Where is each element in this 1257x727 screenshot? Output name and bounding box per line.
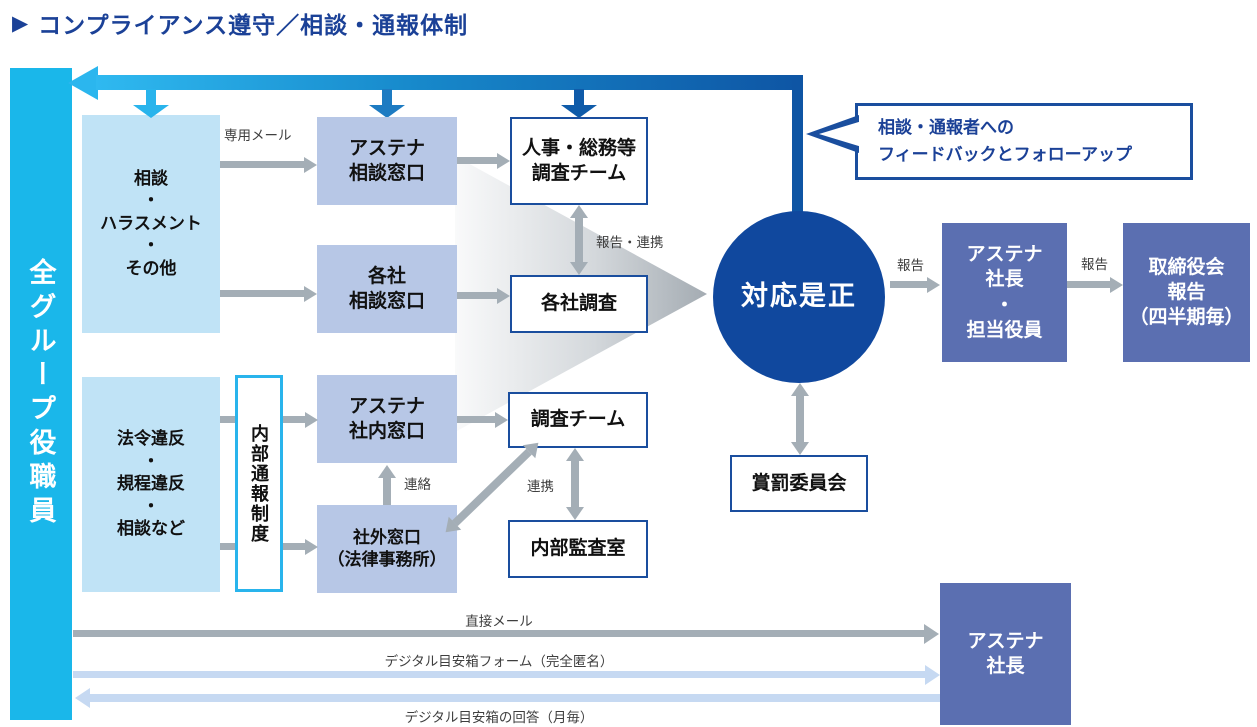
label-report-to-board: 報告	[1081, 257, 1108, 272]
box-astena-president-executives-label: アステナ 社長 ・ 担当役員	[966, 244, 1043, 341]
box-reward-punishment-committee-label: 賞罰委員会	[751, 472, 847, 494]
box-investigation-team: 調査チーム	[508, 392, 648, 448]
box-consultation-sources-label: 相談 ・ ハラスメント ・ その他	[100, 168, 202, 278]
feedback-down-arrow-3	[574, 89, 584, 108]
feedback-band-left-arrowhead-icon	[68, 66, 98, 100]
box-internal-whistleblowing-system: 内部通報制度	[235, 375, 283, 592]
arrow-consult-to-astena-desk	[220, 161, 304, 168]
feedback-band-vertical-segment	[792, 80, 803, 213]
box-astena-president-label: アステナ 社長	[967, 630, 1044, 677]
arrow-investigation-team-internal-audit-double	[571, 461, 579, 507]
box-consultation-sources: 相談 ・ ハラスメント ・ その他	[82, 115, 220, 333]
label-direct-mail: 直接メール	[465, 614, 533, 629]
label-dedicated-mail: 専用メール	[224, 128, 292, 143]
box-internal-audit-office-label: 内部監査室	[530, 538, 626, 560]
label-contact: 連絡	[404, 477, 431, 492]
feedback-down-arrow-1	[146, 89, 156, 108]
feedback-down-arrow-2	[382, 89, 392, 108]
box-board-report-label: 取締役会 報告 （四半期毎）	[1129, 256, 1244, 329]
box-violation-sources-label: 法令違反 ・ 規程違反 ・ 相談など	[117, 429, 185, 539]
callout-pointer-icon	[806, 115, 862, 153]
internal-whistleblowing-label: 内部通報制度	[249, 423, 269, 544]
box-astena-president-executives: アステナ 社長 ・ 担当役員	[942, 223, 1067, 362]
box-external-desk-law-firm-label: 社外窓口 （法律事務所）	[327, 527, 447, 569]
box-company-consultation-desk-label: 各社 相談窓口	[348, 265, 425, 312]
box-astena-internal-desk-label: アステナ 社内窓口	[348, 395, 425, 442]
arrow-corrective-to-president	[890, 281, 927, 288]
arrow-violation-to-external-desk	[283, 543, 305, 550]
arrow-external-desk-investigation-team-diagonal	[452, 448, 532, 527]
box-hr-ga-investigation-team-label: 人事・総務等 調査チーム	[521, 137, 636, 184]
feedback-down-arrowhead-1-icon	[133, 105, 169, 118]
box-astena-internal-desk: アステナ 社内窓口	[317, 375, 457, 463]
box-company-consultation-desk: 各社 相談窓口	[317, 245, 457, 333]
box-investigation-team-label: 調査チーム	[530, 409, 626, 431]
page-title-text: コンプライアンス遵守／相談・通報体制	[38, 12, 469, 38]
box-astena-president: アステナ 社長	[940, 583, 1071, 725]
arrow-president-to-board	[1067, 281, 1110, 288]
box-violation-sources: 法令違反 ・ 規程違反 ・ 相談など	[82, 377, 220, 592]
circle-corrective-action: 対応是正	[713, 211, 885, 383]
feedback-down-arrowhead-3-icon	[561, 105, 597, 118]
box-board-report: 取締役会 報告 （四半期毎）	[1123, 223, 1250, 362]
box-hr-ga-investigation-team: 人事・総務等 調査チーム	[510, 117, 648, 205]
label-suggestion-box-form: デジタル目安箱フォーム（完全匿名）	[384, 654, 614, 669]
title-marker-icon: ▶	[12, 11, 30, 35]
box-astena-consultation-desk: アステナ 相談窓口	[317, 117, 457, 205]
box-astena-consultation-desk-label: アステナ 相談窓口	[348, 137, 425, 184]
arrow-internal-desk-to-investigation-team	[457, 416, 495, 423]
arrow-violation-to-internal-desk	[283, 416, 305, 423]
box-company-investigation-label: 各社調査	[540, 293, 617, 315]
all-group-employees-label: 全グループ役職員	[25, 258, 56, 530]
arrow-suggestion-box-form	[73, 671, 925, 678]
page-title: ▶ コンプライアンス遵守／相談・通報体制	[12, 6, 468, 40]
label-suggestion-box-reply: デジタル目安箱の回答（月毎）	[404, 710, 594, 725]
arrow-suggestion-box-reply	[90, 694, 940, 702]
arrow-external-desk-to-internal-desk-up	[383, 478, 391, 505]
all-group-employees-bar: 全グループ役職員	[10, 68, 72, 720]
box-internal-audit-office: 内部監査室	[508, 520, 648, 578]
arrow-astena-desk-to-hr-team	[457, 157, 497, 164]
arrow-direct-mail	[73, 630, 924, 637]
arrow-violation-stub-1	[220, 416, 235, 423]
circle-corrective-action-label: 対応是正	[741, 281, 857, 312]
box-company-investigation: 各社調査	[510, 275, 648, 333]
label-report-to-president: 報告	[897, 258, 924, 273]
feedback-band	[96, 75, 803, 90]
feedback-down-arrowhead-2-icon	[369, 105, 405, 118]
box-external-desk-law-firm: 社外窓口 （法律事務所）	[317, 505, 457, 593]
label-report-coordination: 報告・連携	[596, 235, 664, 250]
arrow-violation-stub-2	[220, 543, 235, 550]
arrow-company-desk-to-company-investigation	[457, 292, 497, 299]
callout-feedback-label: 相談・通報者への フィードバックとフォローアップ	[878, 118, 1132, 164]
label-coordination: 連携	[527, 479, 554, 494]
box-reward-punishment-committee: 賞罰委員会	[730, 455, 868, 512]
arrow-consult-to-company-desk	[220, 290, 304, 297]
arrow-corrective-reward-punishment-double	[796, 396, 804, 442]
arrow-hr-team-company-investigation-double	[575, 218, 583, 262]
callout-feedback: 相談・通報者への フィードバックとフォローアップ	[855, 103, 1193, 180]
